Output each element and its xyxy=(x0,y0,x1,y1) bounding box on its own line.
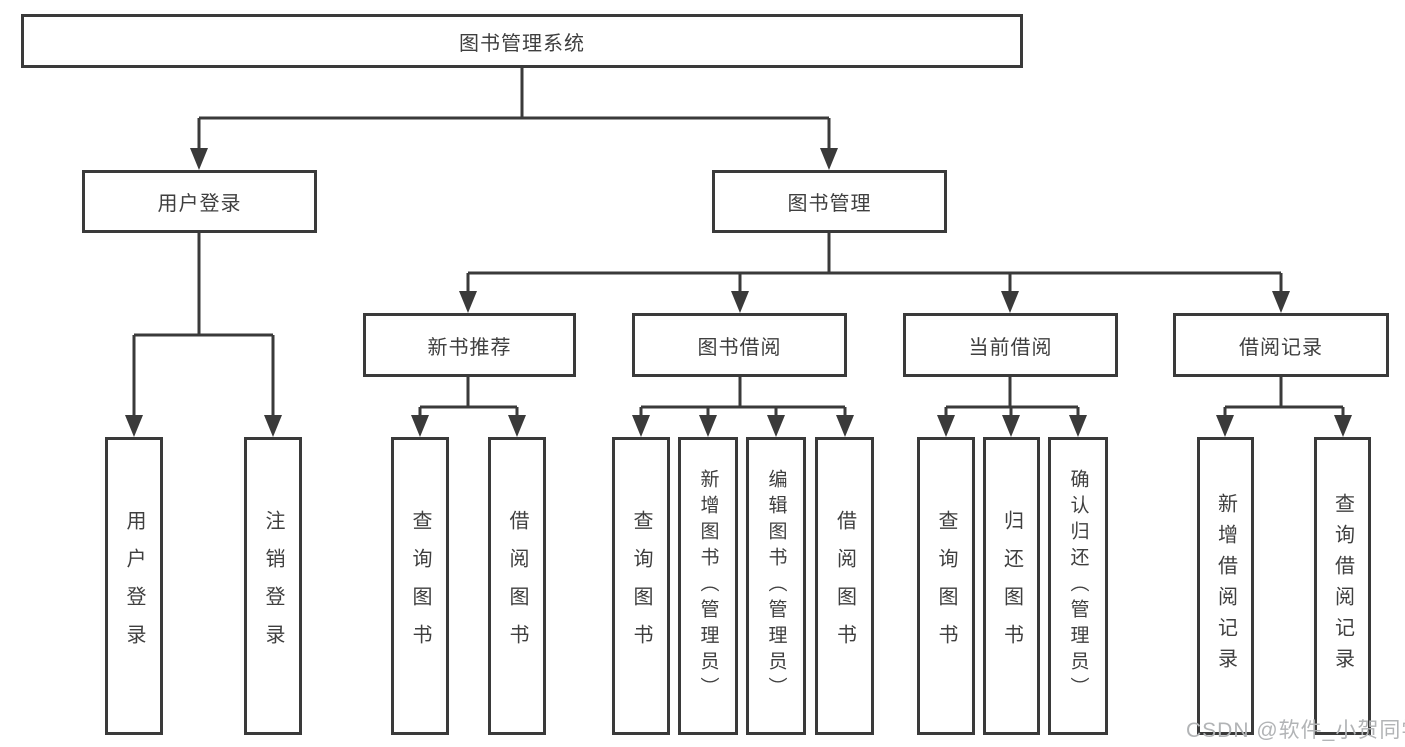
node-query-books-borrowing: 查询图书 xyxy=(612,437,670,735)
node-user-login-leaf: 用户登录 xyxy=(105,437,163,735)
node-book-borrowing: 图书借阅 xyxy=(632,313,847,377)
node-logout: 注销登录 xyxy=(244,437,302,735)
node-query-books-recommend: 查询图书 xyxy=(391,437,449,735)
node-borrowing-records: 借阅记录 xyxy=(1173,313,1389,377)
node-root: 图书管理系统 xyxy=(21,14,1023,68)
node-return-books: 归还图书 xyxy=(983,437,1040,735)
node-query-borrow-record: 查询借阅记录 xyxy=(1314,437,1371,735)
node-user-login: 用户登录 xyxy=(82,170,317,233)
node-add-borrow-record: 新增借阅记录 xyxy=(1197,437,1254,735)
node-edit-book-admin: 编辑图书（管理员） xyxy=(746,437,806,735)
node-confirm-return-admin: 确认归还（管理员） xyxy=(1048,437,1108,735)
node-current-borrowing: 当前借阅 xyxy=(903,313,1118,377)
node-book-management: 图书管理 xyxy=(712,170,947,233)
node-borrow-books-recommend: 借阅图书 xyxy=(488,437,546,735)
node-add-book-admin: 新增图书（管理员） xyxy=(678,437,738,735)
watermark: CSDN @软件_小贺同学 xyxy=(1186,719,1405,742)
node-query-books-current: 查询图书 xyxy=(917,437,975,735)
node-borrow-books-borrowing: 借阅图书 xyxy=(815,437,874,735)
node-new-book-recommendation: 新书推荐 xyxy=(363,313,576,377)
